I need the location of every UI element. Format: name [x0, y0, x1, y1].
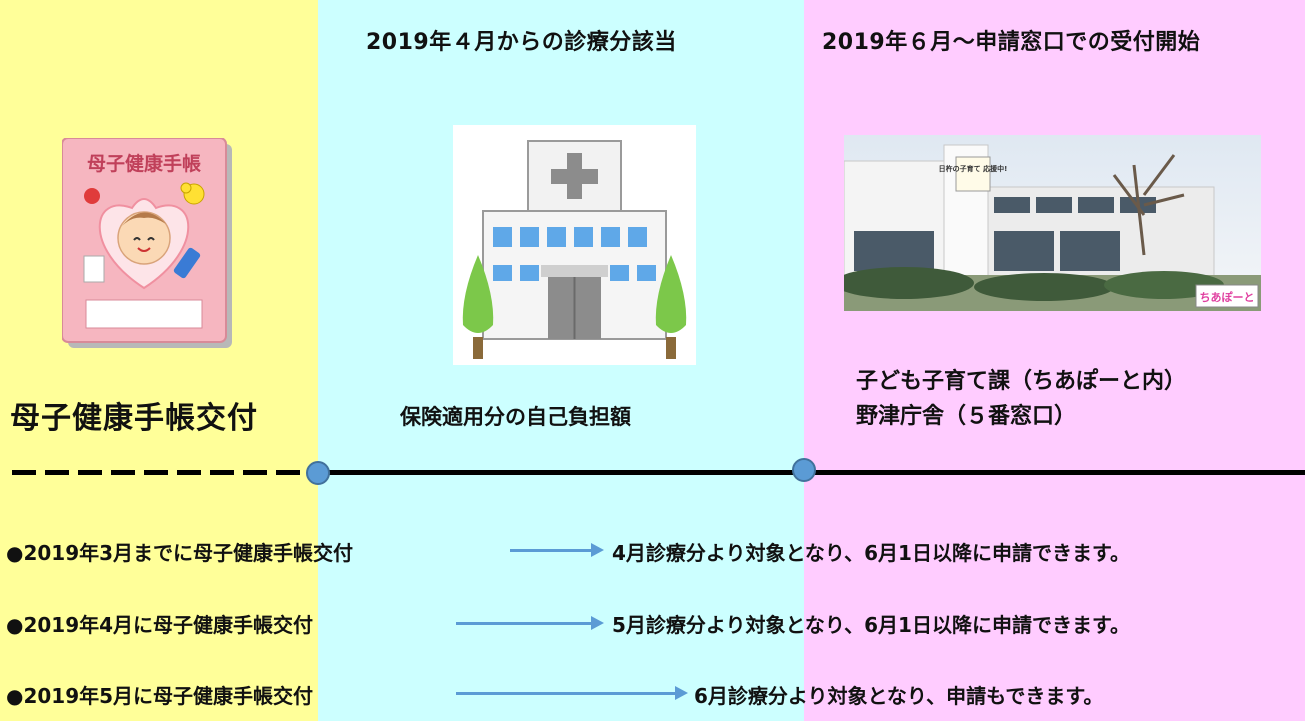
hospital-building-icon — [453, 125, 696, 365]
insurance-copay-caption: 保険適用分の自己負担額 — [400, 405, 631, 429]
timeline-before — [12, 470, 317, 475]
row-2-arrow — [456, 616, 604, 630]
office-location-caption: 野津庁舎（５番窓口） — [856, 404, 1077, 429]
maternal-handbook-icon: 母子健康手帳 — [61, 137, 236, 350]
row-3-arrow — [456, 686, 688, 700]
application-period-heading: 2019年６月～申請窓口での受付開始 — [822, 30, 1201, 55]
handbook-cover-title: 母子健康手帳 — [87, 152, 201, 175]
row-1-arrow — [510, 543, 604, 557]
row-2-result: 5月診療分より対象となり、6月1日以降に申請できます。 — [612, 613, 1130, 637]
office-department-caption: 子ども子育て課（ちあぽーと内） — [856, 369, 1187, 394]
row-1-condition: ●2019年3月までに母子健康手帳交付 — [6, 541, 354, 565]
office-building-photo: 日杵の子育て 応援中! ちあぽーと — [834, 135, 1261, 311]
building-sign-text: ちあぽーと — [1200, 290, 1255, 304]
row-1-result: 4月診療分より対象となり、6月1日以降に申請できます。 — [612, 541, 1130, 565]
timeline-marker-june — [792, 458, 816, 482]
timeline-marker-april — [306, 461, 330, 485]
row-2-condition: ●2019年4月に母子健康手帳交付 — [6, 613, 314, 637]
row-3-result: 6月診療分より対象となり、申請もできます。 — [694, 684, 1104, 708]
building-banner-text: 日杵の子育て 応援中! — [939, 164, 1008, 173]
period-panel-handbook — [0, 0, 318, 721]
period-panel-application — [804, 0, 1305, 721]
row-3-condition: ●2019年5月に母子健康手帳交付 — [6, 684, 314, 708]
treatment-period-heading: 2019年４月からの診療分該当 — [366, 30, 677, 55]
handbook-issuance-caption: 母子健康手帳交付 — [10, 401, 258, 436]
